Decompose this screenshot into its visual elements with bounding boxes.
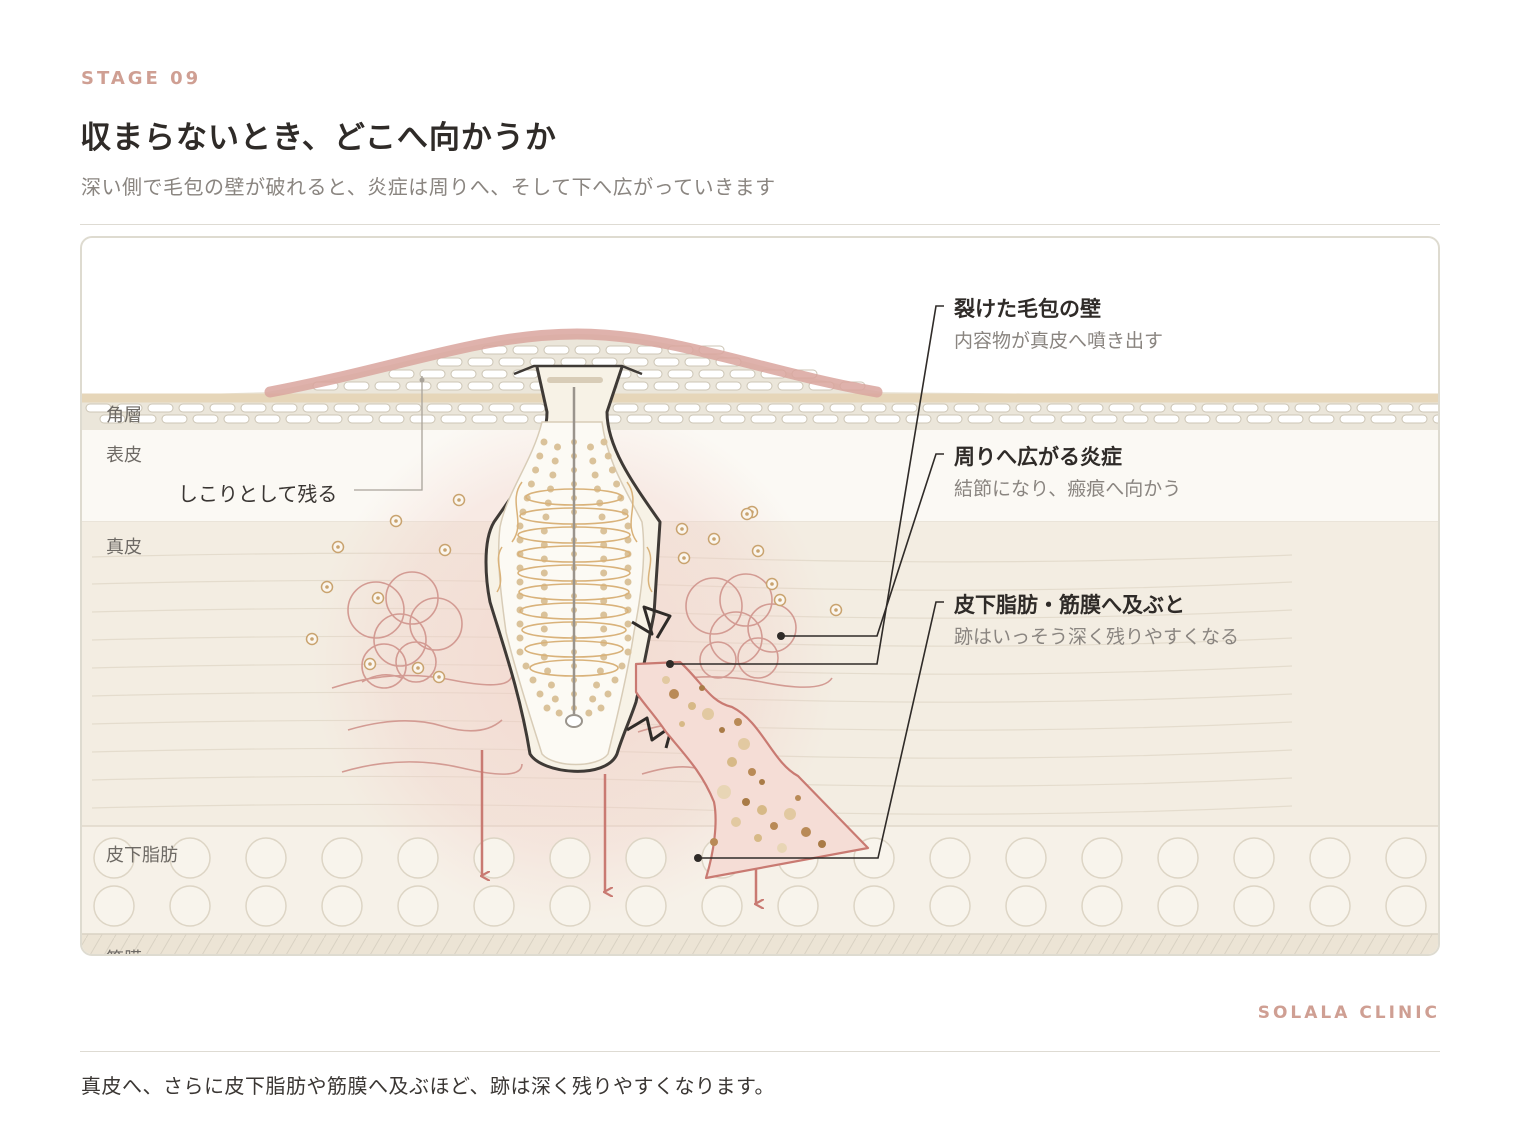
label-epidermis: 表皮 [106,445,142,466]
hair-bulb [565,714,583,728]
leader-torn-wall [670,305,944,665]
callout-fat-fascia-desc: 跡はいっそう深く残りやすくなる [954,626,1239,648]
page-title: 収まらないとき、どこへ向かうか [80,120,557,156]
label-subcutaneous-fat: 皮下脂肪 [106,845,178,866]
footer-note: 真皮へ、さらに皮下脂肪や筋膜へ及ぶほど、跡は深く残りやすくなります。 [81,1074,775,1098]
label-residual-lump: しこりとして残る [178,482,337,506]
label-dermis: 真皮 [106,537,142,558]
callout-torn-wall-desc: 内容物が真皮へ噴き出す [954,330,1163,352]
leader-spreading-inflammation [781,453,944,637]
page-subtitle: 深い側で毛包の壁が破れると、炎症は周りへ、そして下へ広がっていきます [81,175,776,199]
leader-fat-fascia [698,601,944,859]
stage-label: STAGE 09 [81,68,202,89]
callout-fat-fascia-title: 皮下脂肪・筋膜へ及ぶと [954,593,1185,617]
label-fascia: 筋膜 [106,949,142,956]
top-divider [80,224,1440,225]
label-stratum-corneum: 角層 [106,405,142,426]
rupture-mark-upper [631,605,672,639]
bottom-divider [80,1051,1440,1052]
callout-inflammation-desc: 結節になり、瘢痕へ向かう [954,478,1181,500]
left-sebaceous-cluster [347,571,463,689]
callout-torn-wall-title: 裂けた毛包の壁 [954,297,1101,321]
skin-cross-section-diagram: 角層 表皮 真皮 皮下脂肪 筋膜 しこりとして残る 裂けた毛包の壁 内容物が真皮… [80,236,1440,956]
raised-skin-surface [264,328,883,398]
callout-inflammation-title: 周りへ広がる炎症 [954,445,1122,469]
clinic-brand: SOLALA CLINIC [1257,1003,1440,1023]
